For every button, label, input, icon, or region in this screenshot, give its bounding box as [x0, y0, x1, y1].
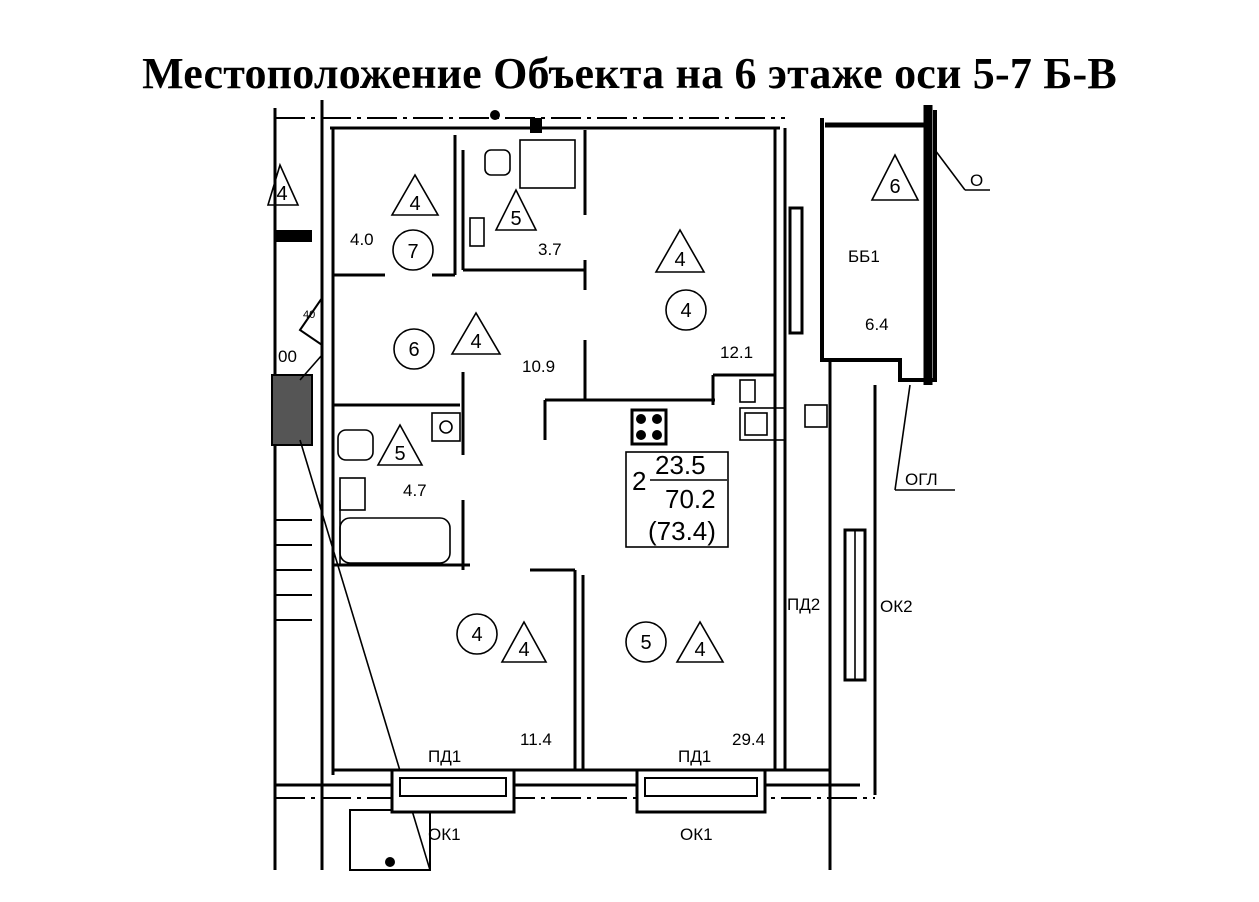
- finish-label: 4: [694, 639, 705, 661]
- interior-walls: [333, 130, 775, 770]
- windows: [390, 528, 867, 814]
- finish-label: 4: [409, 193, 420, 215]
- apartment-summary: 2 23.5 70.2 (73.4): [625, 450, 729, 548]
- balcony-label: ББ1: [848, 247, 880, 266]
- room-id: 6: [408, 339, 419, 361]
- living-area: 23.5: [655, 450, 706, 480]
- room-area: 4.7: [403, 481, 427, 500]
- fixtures: [271, 110, 828, 871]
- room-area: 6.4: [865, 315, 889, 334]
- room-id: 5: [640, 632, 651, 654]
- room-id: 4: [471, 624, 482, 646]
- small-label: 40: [303, 309, 315, 321]
- finish-label: 4: [518, 639, 529, 661]
- room-id-markers: [392, 229, 707, 663]
- room-area: 12.1: [720, 343, 753, 362]
- room-area: 11.4: [520, 730, 552, 749]
- leader-label: О: [970, 171, 983, 190]
- window-label: ОК1: [680, 825, 713, 844]
- edge-label: 00: [278, 347, 297, 366]
- room-area: 3.7: [538, 240, 562, 259]
- sill-label: ПД2: [787, 595, 820, 614]
- rooms-count: 2: [632, 466, 646, 496]
- finish-label: 4: [470, 331, 481, 353]
- finish-label: 4: [674, 249, 685, 271]
- outer-walls: [273, 100, 877, 870]
- finish-label: 4: [276, 183, 287, 205]
- total-area: 70.2: [665, 484, 716, 514]
- room-id: 7: [407, 241, 418, 263]
- room-area: 10.9: [522, 357, 555, 376]
- room-id: 4: [680, 300, 691, 322]
- finish-label: 5: [394, 443, 405, 465]
- balcony: [820, 105, 990, 491]
- finish-markers: [266, 153, 920, 663]
- room-area: 4.0: [350, 230, 374, 249]
- window-label: ОК1: [428, 825, 461, 844]
- sill-label: ПД1: [678, 747, 711, 766]
- room-area: 29.4: [732, 730, 765, 749]
- finish-label: 6: [889, 176, 900, 198]
- page-title: Местоположение Объекта на 6 этаже оси 5-…: [142, 49, 1117, 98]
- finish-label: 5: [510, 208, 521, 230]
- total-area-with-balcony: (73.4): [648, 516, 716, 546]
- fence-label: ОГЛ: [905, 470, 938, 489]
- window-label: ОК2: [880, 597, 913, 616]
- sill-label: ПД1: [428, 747, 461, 766]
